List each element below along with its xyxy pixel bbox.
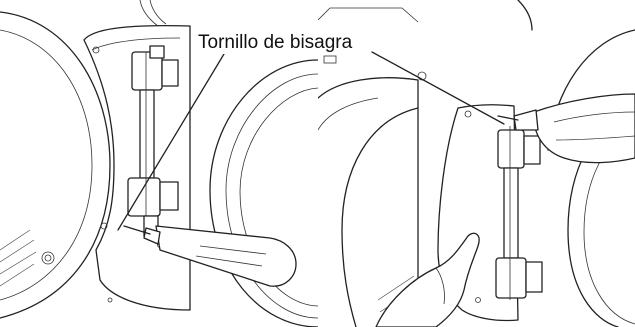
hand-icon xyxy=(375,232,480,327)
left-drum-opening xyxy=(0,11,111,319)
left-leader-line xyxy=(117,53,225,231)
right-leader-line xyxy=(371,51,505,125)
left-adjacent-drum xyxy=(209,59,318,327)
hinge-screw-label: Tornillo de bisagra xyxy=(196,32,355,54)
right-screwdriver-icon xyxy=(497,93,635,164)
left-hinge xyxy=(127,45,179,237)
right-hinge xyxy=(495,126,543,300)
left-screwdriver-icon xyxy=(123,225,297,287)
left-illustration-panel xyxy=(0,0,318,327)
right-illustration-panel xyxy=(318,0,635,327)
